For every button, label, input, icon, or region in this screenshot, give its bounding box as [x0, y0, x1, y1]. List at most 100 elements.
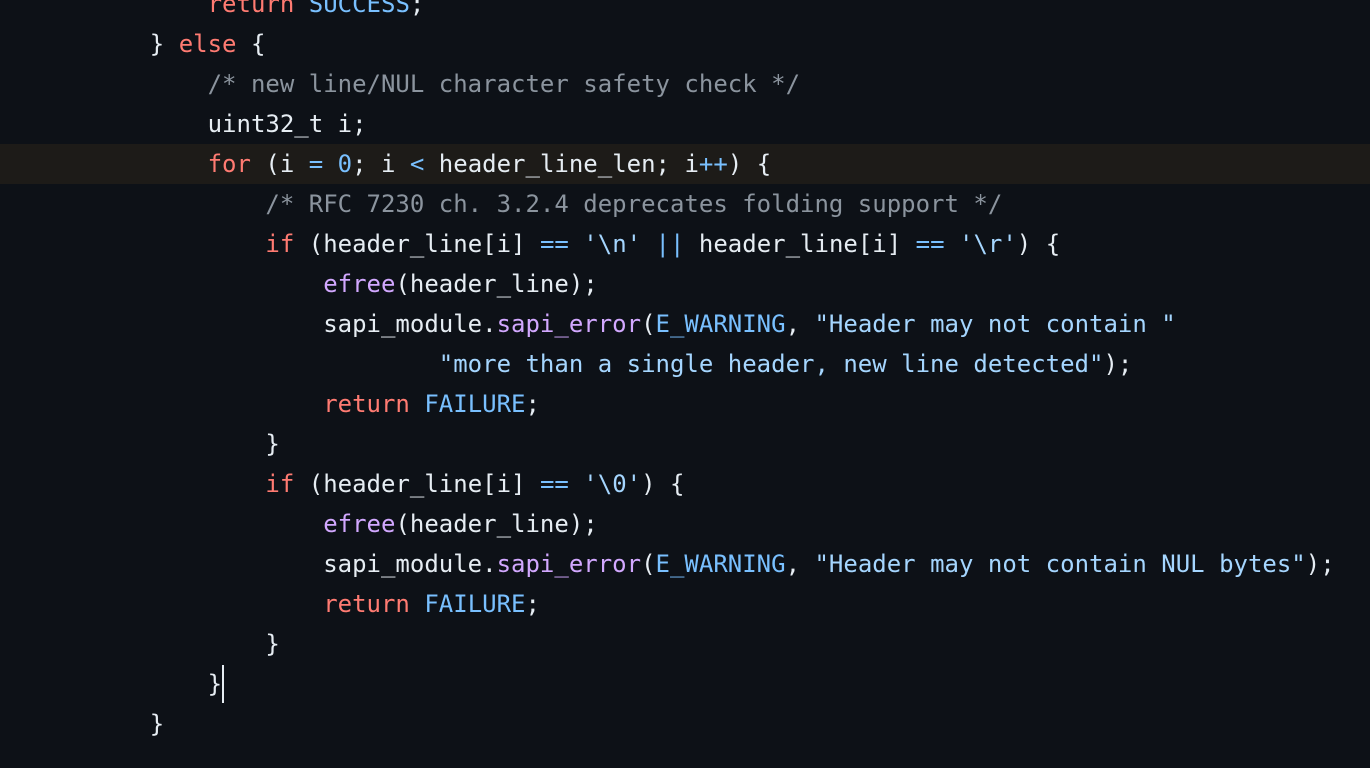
code-token: efree — [323, 510, 396, 538]
code-line-text: } — [92, 704, 164, 744]
code-token: /* new line/NUL character safety check *… — [207, 70, 801, 98]
code-line[interactable]: } — [0, 704, 1370, 744]
code-line[interactable]: } — [0, 424, 1370, 464]
code-token — [92, 70, 208, 98]
code-token: header_line[i] — [684, 230, 916, 258]
code-token — [323, 150, 337, 178]
code-token — [569, 470, 583, 498]
code-line[interactable]: /* RFC 7230 ch. 3.2.4 deprecates folding… — [0, 184, 1370, 224]
code-line[interactable]: } — [0, 624, 1370, 664]
code-line-text: } else { — [92, 24, 266, 64]
code-token: 0 — [337, 150, 353, 178]
code-token: sapi_error — [496, 550, 642, 578]
code-line[interactable]: uint32_t i; — [0, 104, 1370, 144]
code-token: if — [265, 230, 295, 258]
code-token: < — [409, 150, 425, 178]
code-token: ) { — [727, 150, 772, 178]
code-token: sapi_error — [496, 310, 642, 338]
code-line-text: sapi_module.sapi_error(E_WARNING, "Heade… — [92, 544, 1334, 584]
code-token — [294, 0, 308, 18]
code-line[interactable]: } else { — [0, 24, 1370, 64]
code-line-text: return SUCCESS; — [92, 0, 425, 24]
code-token: = — [308, 150, 324, 178]
code-token: } — [92, 430, 280, 458]
code-token: (header_line); — [395, 270, 598, 298]
code-token: E_WARNING — [655, 310, 786, 338]
code-token: /* RFC 7230 ch. 3.2.4 deprecates folding… — [265, 190, 1003, 218]
code-token — [410, 390, 424, 418]
code-token: '\n' — [583, 230, 642, 258]
code-line[interactable]: sapi_module.sapi_error(E_WARNING, "Heade… — [0, 544, 1370, 584]
code-token: FAILURE — [424, 390, 526, 418]
code-token: || — [655, 230, 685, 258]
code-token: return — [323, 590, 410, 618]
code-token: '\r' — [959, 230, 1017, 258]
code-line[interactable]: if (header_line[i] == '\0') { — [0, 464, 1370, 504]
code-token: ); — [1103, 350, 1133, 378]
code-line[interactable]: } — [0, 664, 1370, 704]
code-token: ) { — [641, 470, 685, 498]
code-token: } — [92, 630, 280, 658]
code-token: (header_line[i] — [294, 470, 540, 498]
code-token: == — [539, 470, 569, 498]
code-token: SUCCESS — [308, 0, 410, 18]
code-token: } — [92, 710, 165, 738]
code-token: ++ — [698, 150, 728, 178]
code-token: "Header may not contain " — [814, 310, 1176, 338]
code-line-text: return FAILURE; — [92, 584, 540, 624]
code-token: '\0' — [583, 470, 642, 498]
code-line[interactable]: efree(header_line); — [0, 504, 1370, 544]
code-line[interactable]: /* new line/NUL character safety check *… — [0, 64, 1370, 104]
code-line-text: /* RFC 7230 ch. 3.2.4 deprecates folding… — [92, 184, 1002, 224]
code-line-text: /* new line/NUL character safety check *… — [92, 64, 800, 104]
code-line[interactable]: return SUCCESS; — [0, 0, 1370, 24]
code-token — [641, 230, 655, 258]
code-token — [92, 0, 208, 18]
code-token: ; — [409, 0, 425, 18]
code-token: "more than a single header, new line det… — [438, 350, 1104, 378]
code-line-text: for (i = 0; i < header_line_len; i++) { — [92, 144, 772, 184]
code-token: header_line_len; i — [424, 150, 699, 178]
code-line-text: } — [92, 664, 222, 704]
code-token: if — [265, 470, 295, 498]
current-code-line[interactable]: for (i = 0; i < header_line_len; i++) { — [0, 144, 1370, 184]
code-token: } — [92, 30, 179, 58]
code-line[interactable]: return FAILURE; — [0, 384, 1370, 424]
code-line[interactable]: "more than a single header, new line det… — [0, 344, 1370, 384]
code-token — [92, 230, 265, 258]
code-token: efree — [323, 270, 396, 298]
code-line-text: if (header_line[i] == '\n' || header_lin… — [92, 224, 1060, 264]
code-token — [92, 470, 265, 498]
code-token: sapi_module. — [92, 550, 497, 578]
code-token — [92, 350, 439, 378]
code-token: FAILURE — [424, 590, 526, 618]
code-line-text: } — [92, 424, 280, 464]
code-token — [92, 190, 265, 218]
code-line[interactable]: if (header_line[i] == '\n' || header_lin… — [0, 224, 1370, 264]
code-token: "Header may not contain NUL bytes" — [814, 550, 1306, 578]
code-token — [569, 230, 583, 258]
code-token: { — [236, 30, 266, 58]
code-token: (header_line[i] — [294, 230, 540, 258]
code-line[interactable]: sapi_module.sapi_error(E_WARNING, "Heade… — [0, 304, 1370, 344]
code-token — [92, 390, 323, 418]
code-line-text: "more than a single header, new line det… — [92, 344, 1133, 384]
text-caret — [222, 665, 225, 703]
code-line-text: } — [92, 624, 280, 664]
code-line-text: if (header_line[i] == '\0') { — [92, 464, 684, 504]
code-token: for — [207, 150, 251, 178]
code-token: else — [178, 30, 237, 58]
code-token: ) { — [1016, 230, 1061, 258]
code-token: , — [785, 550, 815, 578]
code-token: return — [323, 390, 410, 418]
code-line[interactable]: efree(header_line); — [0, 264, 1370, 304]
code-token: ; — [525, 390, 540, 418]
code-token — [410, 590, 424, 618]
code-token: return — [207, 0, 295, 18]
code-token: E_WARNING — [655, 550, 786, 578]
code-line[interactable]: return FAILURE; — [0, 584, 1370, 624]
code-token: == — [539, 230, 569, 258]
code-token: } — [92, 670, 223, 698]
code-token — [92, 590, 323, 618]
